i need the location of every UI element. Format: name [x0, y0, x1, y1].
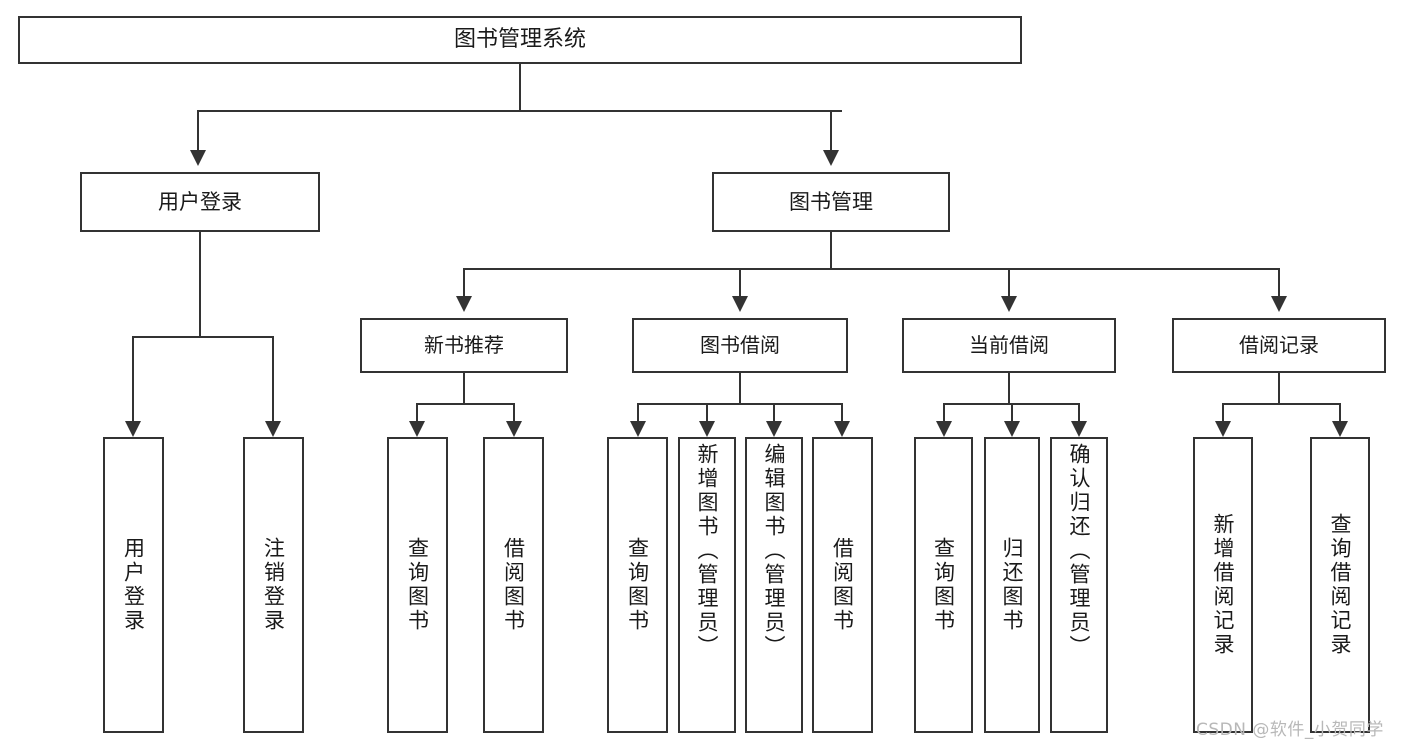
arrow-book-manage-child-3: [1001, 296, 1017, 312]
arrow-user-login-child-1: [125, 421, 141, 437]
connector-book-manage-bus: [463, 268, 1280, 270]
node-new-book-recommend[interactable]: 新书推荐: [360, 318, 568, 373]
connector-user-login-bus: [132, 336, 274, 338]
leaf-borrow-book-recommend[interactable]: 借阅图书: [483, 437, 544, 733]
node-label: 查询借阅记录: [1328, 513, 1353, 657]
connector-book-borrow-stem: [739, 373, 741, 403]
node-label: 归还图书: [1000, 537, 1025, 633]
node-label: 图书管理: [789, 189, 873, 214]
leaf-query-borrow-record[interactable]: 查询借阅记录: [1310, 437, 1370, 733]
node-user-login[interactable]: 用户登录: [80, 172, 320, 232]
connector-user-login-child-1: [132, 336, 134, 421]
leaf-logout[interactable]: 注销登录: [243, 437, 304, 733]
arrow-book-borrow-child-4: [834, 421, 850, 437]
arrow-borrow-record-child-1: [1215, 421, 1231, 437]
connector-book-manage-child-4: [1278, 268, 1280, 296]
arrow-book-borrow-child-3: [766, 421, 782, 437]
node-label: 查询图书: [405, 537, 430, 633]
arrow-book-manage-child-4: [1271, 296, 1287, 312]
connector-book-borrow-child-1: [637, 403, 639, 421]
connector-borrow-record-child-1: [1222, 403, 1224, 421]
connector-book-manage-child-2: [739, 268, 741, 296]
connector-current-borrow-child-2: [1011, 403, 1013, 421]
connector-new-book-child-2: [513, 403, 515, 421]
node-book-management[interactable]: 图书管理: [712, 172, 950, 232]
node-root-system[interactable]: 图书管理系统: [18, 16, 1022, 64]
arrow-to-user-login: [190, 150, 206, 166]
leaf-confirm-return-admin[interactable]: 确认归还（管理员）: [1050, 437, 1108, 733]
arrow-book-borrow-child-2: [699, 421, 715, 437]
node-label: 编辑图书（管理员）: [762, 443, 787, 659]
arrow-book-manage-child-2: [732, 296, 748, 312]
node-label: 借阅图书: [501, 537, 526, 633]
connector-current-borrow-child-1: [943, 403, 945, 421]
connector-new-book-bus: [416, 403, 515, 405]
arrow-new-book-child-2: [506, 421, 522, 437]
node-label: 查询图书: [625, 537, 650, 633]
connector-user-login-child-2: [272, 336, 274, 421]
node-label: 用户登录: [158, 189, 242, 214]
leaf-return-book[interactable]: 归还图书: [984, 437, 1040, 733]
arrow-current-borrow-child-2: [1004, 421, 1020, 437]
node-label: 图书管理系统: [453, 27, 586, 53]
connector-root-to-book-manage: [830, 110, 832, 150]
connector-borrow-record-bus: [1222, 403, 1340, 405]
node-label: 确认归还（管理员）: [1067, 443, 1092, 659]
node-label: 借阅图书: [830, 537, 855, 633]
leaf-user-login[interactable]: 用户登录: [103, 437, 164, 733]
leaf-edit-book-admin[interactable]: 编辑图书（管理员）: [745, 437, 803, 733]
node-label: 新书推荐: [424, 333, 504, 357]
connector-current-borrow-stem: [1008, 373, 1010, 403]
leaf-query-book-recommend[interactable]: 查询图书: [387, 437, 448, 733]
connector-borrow-record-child-2: [1339, 403, 1341, 421]
node-label: 新增图书（管理员）: [695, 443, 720, 659]
connector-user-login-stem: [199, 232, 201, 336]
node-label: 注销登录: [261, 537, 286, 633]
leaf-add-borrow-record[interactable]: 新增借阅记录: [1193, 437, 1253, 733]
connector-book-borrow-child-2: [706, 403, 708, 421]
arrow-new-book-child-1: [409, 421, 425, 437]
arrow-current-borrow-child-1: [936, 421, 952, 437]
node-label: 新增借阅记录: [1211, 513, 1236, 657]
connector-book-borrow-child-4: [841, 403, 843, 421]
arrow-current-borrow-child-3: [1071, 421, 1087, 437]
node-label: 借阅记录: [1239, 333, 1319, 357]
connector-new-book-stem: [463, 373, 465, 403]
node-label: 当前借阅: [969, 333, 1049, 357]
node-label: 图书借阅: [700, 333, 780, 357]
node-label: 用户登录: [121, 537, 146, 633]
connector-root-bus: [197, 110, 842, 112]
connector-new-book-child-1: [416, 403, 418, 421]
connector-root-stem: [519, 64, 521, 110]
connector-book-manage-child-1: [463, 268, 465, 296]
arrow-book-manage-child-1: [456, 296, 472, 312]
connector-root-to-user-login: [197, 110, 199, 150]
arrow-user-login-child-2: [265, 421, 281, 437]
node-label: 查询图书: [931, 537, 956, 633]
connector-current-borrow-child-3: [1078, 403, 1080, 421]
arrow-to-book-manage: [823, 150, 839, 166]
connector-book-manage-child-3: [1008, 268, 1010, 296]
node-borrow-record[interactable]: 借阅记录: [1172, 318, 1386, 373]
node-book-borrow[interactable]: 图书借阅: [632, 318, 848, 373]
arrow-borrow-record-child-2: [1332, 421, 1348, 437]
leaf-query-book-current[interactable]: 查询图书: [914, 437, 973, 733]
connector-borrow-record-stem: [1278, 373, 1280, 403]
connector-book-borrow-child-3: [773, 403, 775, 421]
connector-book-borrow-bus: [637, 403, 843, 405]
arrow-book-borrow-child-1: [630, 421, 646, 437]
node-current-borrow[interactable]: 当前借阅: [902, 318, 1116, 373]
connector-book-manage-stem: [830, 232, 832, 268]
leaf-borrow-book[interactable]: 借阅图书: [812, 437, 873, 733]
leaf-query-book-borrow[interactable]: 查询图书: [607, 437, 668, 733]
leaf-add-book-admin[interactable]: 新增图书（管理员）: [678, 437, 736, 733]
